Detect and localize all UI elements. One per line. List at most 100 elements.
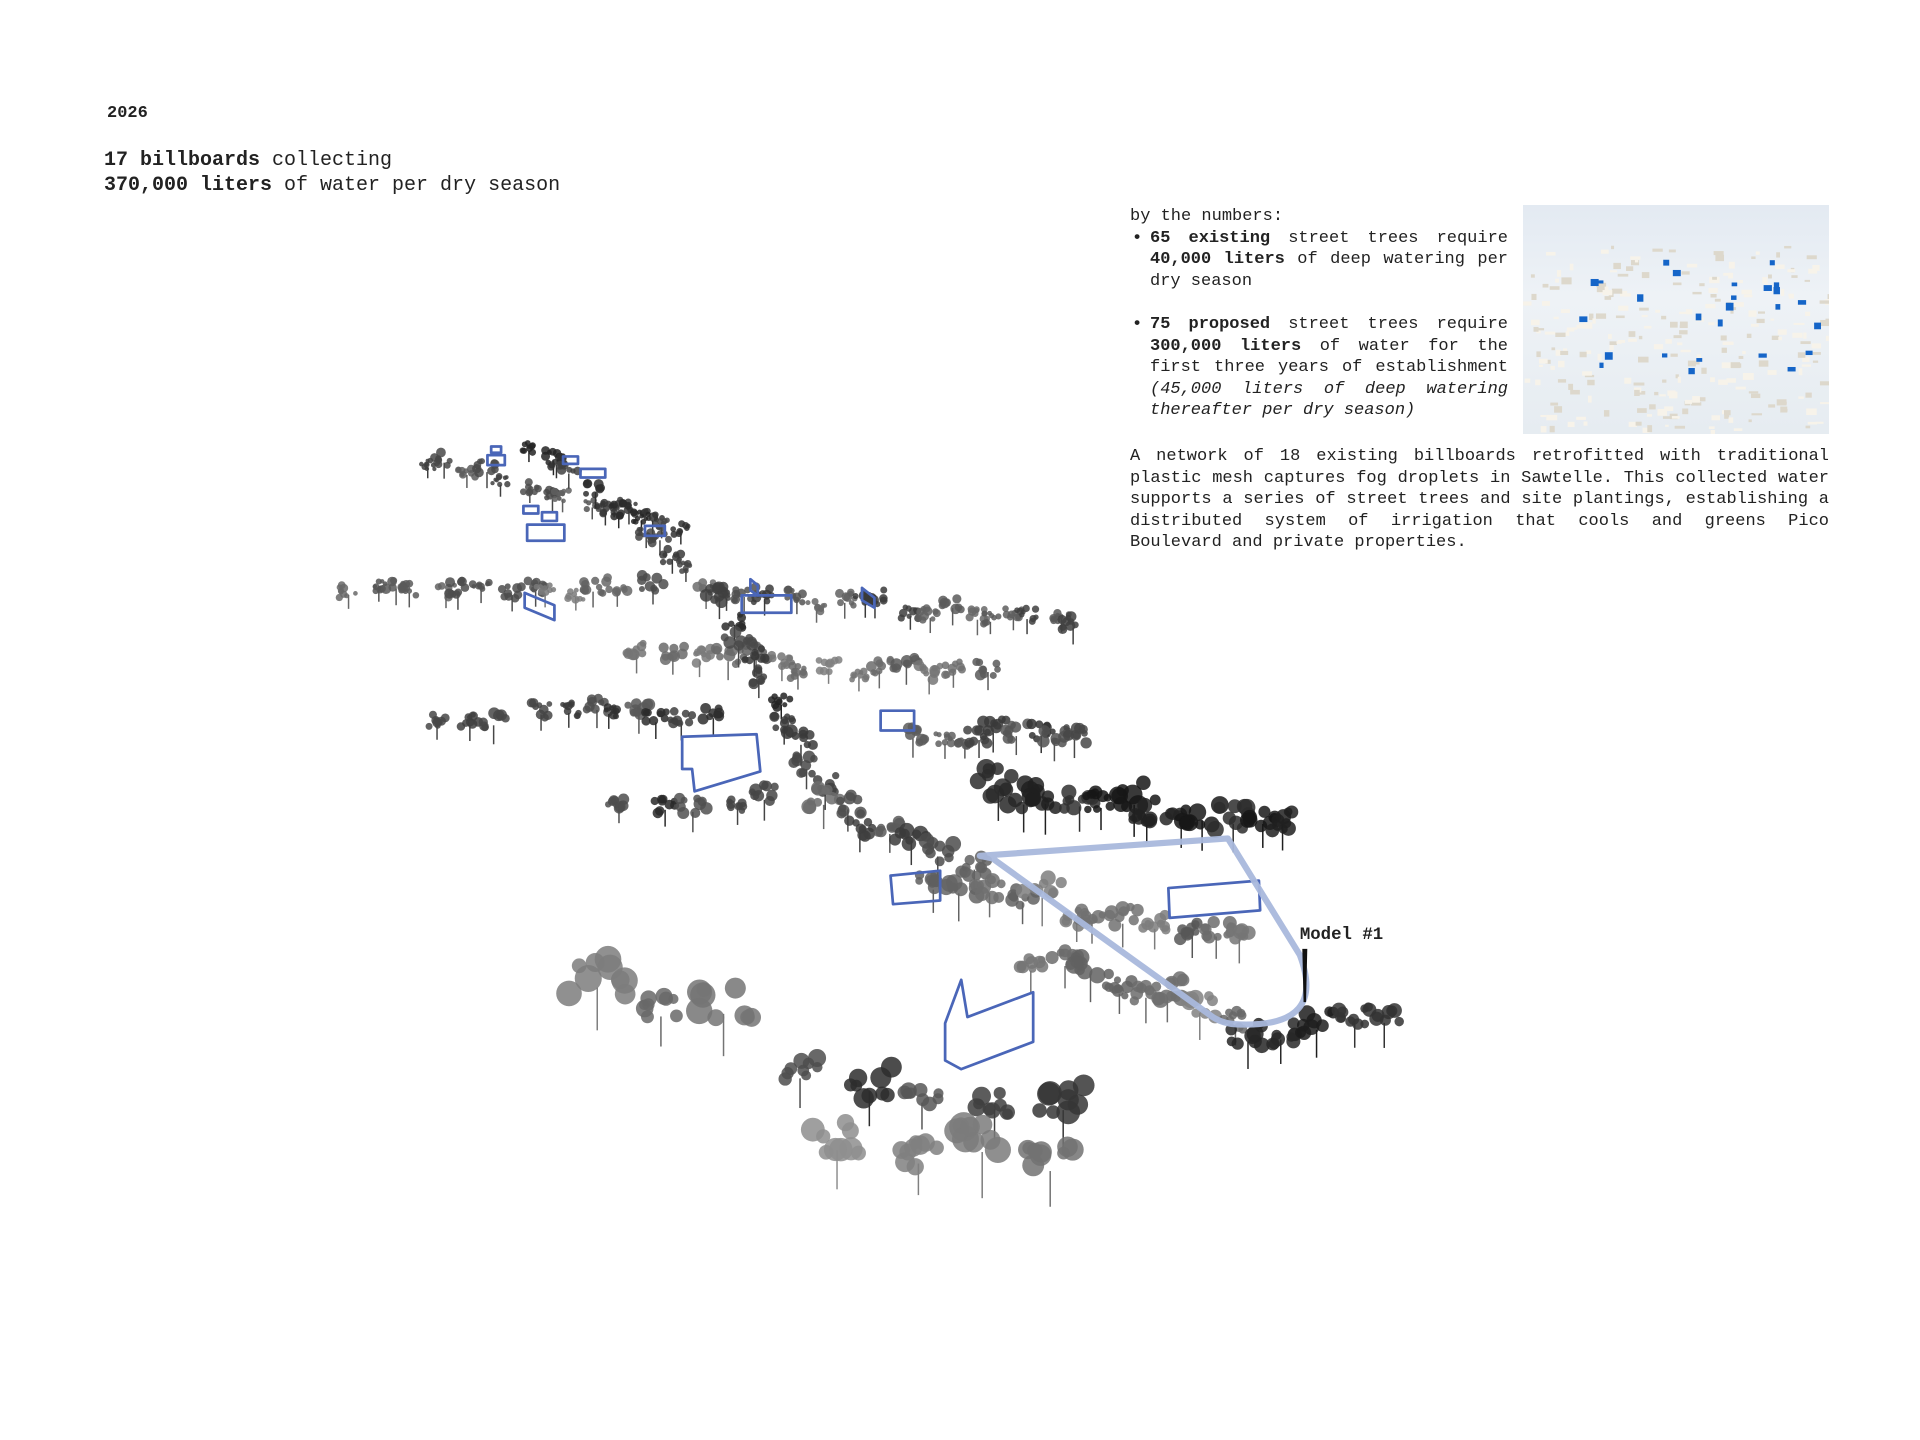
model-block: [1798, 368, 1803, 376]
model-block: [1748, 310, 1757, 317]
model-block: [1723, 410, 1731, 416]
model-block: [1628, 338, 1637, 342]
model-block: [1604, 296, 1612, 300]
model-block: [1634, 259, 1639, 263]
model-block: [1555, 332, 1566, 338]
model-billboard: [1763, 285, 1772, 291]
headline: 17 billboards collecting 370,000 liters …: [104, 148, 560, 198]
tree: [767, 650, 796, 682]
model-block: [1746, 333, 1752, 339]
model-block: [1614, 289, 1618, 292]
model-block: [1597, 353, 1602, 361]
billboard-outline: [680, 732, 762, 793]
tree: [1265, 805, 1299, 851]
model-block: [1641, 272, 1650, 279]
model-block: [1730, 362, 1741, 369]
model-block: [1638, 335, 1643, 340]
model-block: [1692, 396, 1700, 403]
stat-text: street trees require: [1270, 228, 1508, 248]
model-billboard: [1672, 269, 1681, 277]
model-block: [1561, 277, 1572, 285]
billboard-outline: [523, 591, 556, 622]
tree: [788, 750, 818, 790]
model-block: [1819, 381, 1829, 386]
billboard-outline: [540, 510, 559, 523]
tree: [550, 487, 572, 513]
model-block: [1592, 318, 1596, 324]
tree: [478, 707, 510, 745]
tree: [849, 667, 870, 692]
tree: [490, 473, 511, 497]
model-block: [1757, 311, 1765, 314]
model-block: [1803, 332, 1807, 339]
model-block: [1659, 394, 1666, 397]
year-label: 2026: [107, 104, 148, 123]
model-block: [1541, 301, 1550, 306]
model-block: [1595, 313, 1607, 319]
tree: [650, 794, 680, 827]
tree: [519, 440, 537, 463]
model-block: [1679, 330, 1688, 335]
tree: [579, 576, 607, 608]
model-block: [1742, 350, 1746, 355]
stat-bold: 75 proposed: [1150, 314, 1271, 334]
tree: [767, 692, 794, 720]
model-billboard: [1579, 316, 1588, 323]
tree: [605, 793, 630, 824]
tree: [944, 1112, 1011, 1199]
model-block: [1644, 325, 1652, 329]
model-block: [1723, 272, 1733, 276]
billboard-outline: [879, 709, 916, 732]
description: A network of 18 existing billboards retr…: [1130, 447, 1829, 553]
model-block: [1646, 414, 1653, 417]
tree: [866, 655, 895, 689]
tree: [1014, 604, 1040, 635]
model-block: [1618, 305, 1629, 311]
model-block: [1671, 416, 1680, 419]
tree: [844, 815, 877, 853]
model-billboard: [1695, 313, 1702, 321]
tree: [556, 945, 638, 1031]
tree: [624, 698, 656, 734]
model-block: [1587, 395, 1592, 403]
model-block: [1531, 293, 1537, 301]
model-block: [1714, 298, 1721, 302]
model-block: [1806, 255, 1817, 260]
model-block: [1771, 335, 1780, 340]
model-block: [1635, 421, 1642, 426]
model-block: [1609, 341, 1617, 346]
model-block: [1802, 357, 1810, 362]
tree: [608, 499, 632, 529]
model-block: [1570, 389, 1580, 395]
model-block: [1615, 315, 1625, 319]
model-block: [1565, 331, 1570, 336]
headline-text: collecting: [260, 149, 393, 172]
model-block: [1699, 283, 1705, 287]
model-block: [1538, 364, 1543, 368]
tree: [710, 642, 744, 681]
model-block: [1825, 335, 1829, 342]
model-block: [1710, 429, 1716, 434]
tree: [468, 578, 493, 604]
model-block: [1560, 350, 1569, 356]
model-block: [1812, 265, 1820, 271]
model-block: [1728, 417, 1734, 423]
model-billboard: [1814, 322, 1822, 330]
stat-text: of deep watering per dry season: [1150, 250, 1508, 291]
tree: [636, 570, 669, 605]
tree: [968, 873, 1006, 918]
model-block: [1584, 374, 1595, 378]
model-block: [1788, 293, 1794, 297]
model-block: [1679, 321, 1688, 329]
model-billboard: [1787, 366, 1796, 372]
model-block: [1768, 274, 1772, 279]
model-block: [1756, 318, 1765, 324]
model-billboard: [1775, 304, 1781, 310]
model-block: [1560, 309, 1570, 313]
model-block: [1611, 245, 1615, 250]
tree: [526, 698, 553, 731]
tree: [805, 598, 828, 623]
tree: [800, 1113, 866, 1190]
model-block: [1662, 379, 1667, 383]
tree: [697, 702, 725, 737]
